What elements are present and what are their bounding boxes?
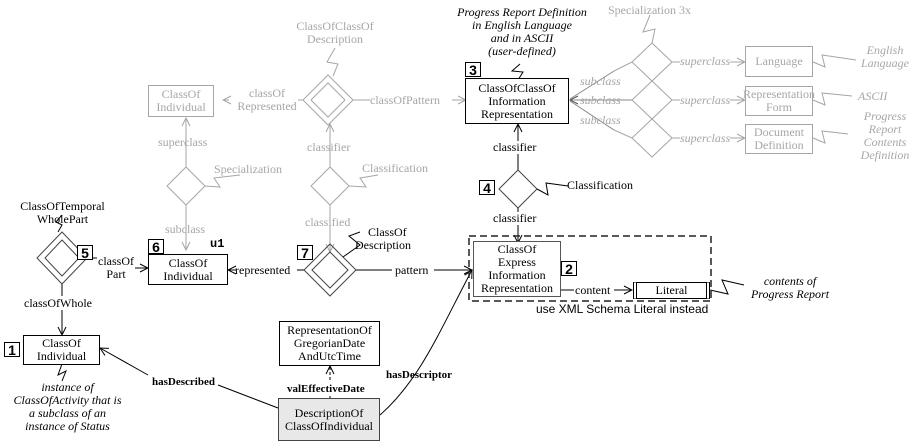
subclass-label-2: subclass: [580, 93, 621, 107]
progress-report-contents-definition-annotation: Progress Report Contents Definition: [855, 110, 915, 162]
use-xml-schema-literal-note: use XML Schema Literal instead: [536, 302, 709, 316]
specialization-3x-label: Specialization 3x: [608, 3, 691, 17]
subclass-grey-label: subclass: [165, 222, 205, 236]
copr-line2: Progress Report: [750, 287, 830, 301]
has-descriptor-label: hasDescriptor: [386, 369, 452, 381]
superclass-label-2: superclass: [680, 93, 731, 107]
classifier-top-label: classifier: [493, 140, 537, 154]
class-of-description-diamond-inner: [311, 251, 349, 289]
ios-line3: a subclass of an: [28, 406, 106, 420]
prcd-line4: Definition: [860, 148, 910, 162]
classification-diamond-grey: [310, 166, 350, 206]
xml-literal-group: [468, 235, 712, 302]
classifier-grey-label: classifier: [307, 140, 351, 154]
prcd-line2: Report: [868, 122, 902, 136]
represented-label: represented: [235, 263, 291, 277]
badge-4: 4: [479, 180, 495, 195]
class-of-description-diamond-outer: [303, 243, 357, 297]
class-of-individual-grey-box[interactable]: ClassOf Individual: [148, 85, 214, 117]
co-description-line1: ClassOf: [368, 225, 407, 239]
classification-label: Classification: [567, 178, 633, 192]
prd-line2: in English Language: [471, 18, 572, 32]
class-of-temporal-whole-part-label: ClassOfTemporal WholePart: [15, 200, 110, 226]
class-of-class-of-information-representation-box[interactable]: ClassOfClassOf Information Representatio…: [465, 78, 569, 124]
superclass-grey-label: superclass: [158, 135, 208, 149]
badge-7: 7: [297, 245, 313, 260]
spec3x-zigzag: [642, 14, 656, 44]
description-of-class-of-individual-box[interactable]: DescriptionOf ClassOfIndividual: [278, 398, 380, 441]
badge-6: 6: [148, 239, 164, 254]
instance-of-status-annotation: instance of ClassOfActivity that is a su…: [5, 381, 130, 433]
superclass-label-1: superclass: [680, 54, 731, 68]
specialization-grey-label: Specialization: [214, 162, 282, 176]
cococ-description-label: ClassOfClassOf Description: [290, 20, 380, 46]
u1-label: u1: [210, 237, 225, 251]
classification-diamond-4: [498, 169, 538, 209]
superclass-label-3: superclass: [680, 131, 731, 145]
cotwp-line1: ClassOfTemporal: [20, 199, 105, 213]
representation-of-gregorian-date-box[interactable]: RepresentationOf GregorianDate AndUtcTim…: [279, 321, 380, 366]
ios-line1: instance of: [41, 380, 94, 394]
class-of-represented-line1: classOf: [249, 86, 285, 100]
has-described-label: hasDescribed: [152, 376, 215, 388]
cococ-description-line1: ClassOfClassOf: [296, 19, 374, 33]
english-language-annotation: English Language: [855, 44, 915, 70]
contents-of-progress-report-annotation: contents of Progress Report: [740, 275, 840, 301]
subclass-label-3: subclass: [580, 113, 621, 127]
class-of-part-line1: classOf: [98, 254, 134, 268]
prd-line3: and in ASCII: [490, 31, 554, 45]
class-of-represented-label: classOf Represented: [232, 87, 302, 113]
cococ-description-zigzag: [326, 47, 339, 77]
cococ-description-diamond-inner: [310, 82, 346, 118]
specialization-diamond-grey: [166, 166, 206, 206]
class-of-description-label: ClassOf Description: [355, 226, 425, 252]
class-of-part-label: classOf Part: [96, 255, 136, 281]
badge-2: 2: [561, 261, 577, 276]
literal-box[interactable]: Literal: [633, 282, 710, 299]
english-language-line1: English: [866, 43, 904, 57]
badge-3: 3: [465, 62, 481, 77]
content-label: content: [575, 283, 611, 297]
prcd-line1: Progress: [863, 109, 907, 123]
class-of-part-line2: Part: [106, 267, 126, 281]
prcd-line3: Contents: [863, 135, 907, 149]
class-of-individual-box-6[interactable]: ClassOf Individual: [148, 254, 228, 285]
classified-grey-label: classified: [305, 215, 351, 229]
document-definition-box[interactable]: Document Definition: [745, 124, 813, 154]
cotwp-diamond-inner: [44, 239, 80, 277]
val-effective-date-label: valEffectiveDate: [287, 383, 365, 396]
ascii-annotation: ASCII: [858, 89, 888, 103]
progress-report-definition-annotation: Progress Report Definition in English La…: [447, 6, 597, 58]
english-language-line2: Language: [861, 56, 909, 70]
classification-grey-label: Classification: [362, 161, 428, 175]
ios-line2: ClassOfActivity that is: [13, 393, 122, 407]
co-description-line2: Description: [355, 238, 411, 252]
cococ-description-line2: Description: [307, 32, 363, 46]
literal-label: Literal: [655, 283, 688, 297]
classifier-bottom-label: classifier: [493, 211, 537, 225]
representation-form-box[interactable]: Representation Form: [743, 86, 815, 116]
cotwp-line2: WholePart: [36, 212, 89, 226]
badge-1: 1: [4, 342, 20, 357]
class-of-pattern-label: classOfPattern: [370, 93, 440, 107]
prd-line4: (user-defined): [488, 44, 556, 58]
class-of-represented-line2: Represented: [237, 99, 297, 113]
pattern-label: pattern: [395, 263, 429, 277]
subclass-label-1: subclass: [580, 74, 621, 88]
class-of-individual-box-1[interactable]: ClassOf Individual: [23, 335, 100, 365]
prd-line1: Progress Report Definition: [457, 5, 587, 19]
class-of-whole-label: classOfWhole: [24, 296, 92, 310]
badge-5: 5: [77, 245, 93, 260]
language-box[interactable]: Language: [745, 46, 813, 77]
copr-line1: contents of: [763, 274, 817, 288]
class-of-express-information-representation-box[interactable]: ClassOf Express Information Representati…: [473, 241, 561, 297]
ios-line4: instance of Status: [25, 419, 110, 433]
